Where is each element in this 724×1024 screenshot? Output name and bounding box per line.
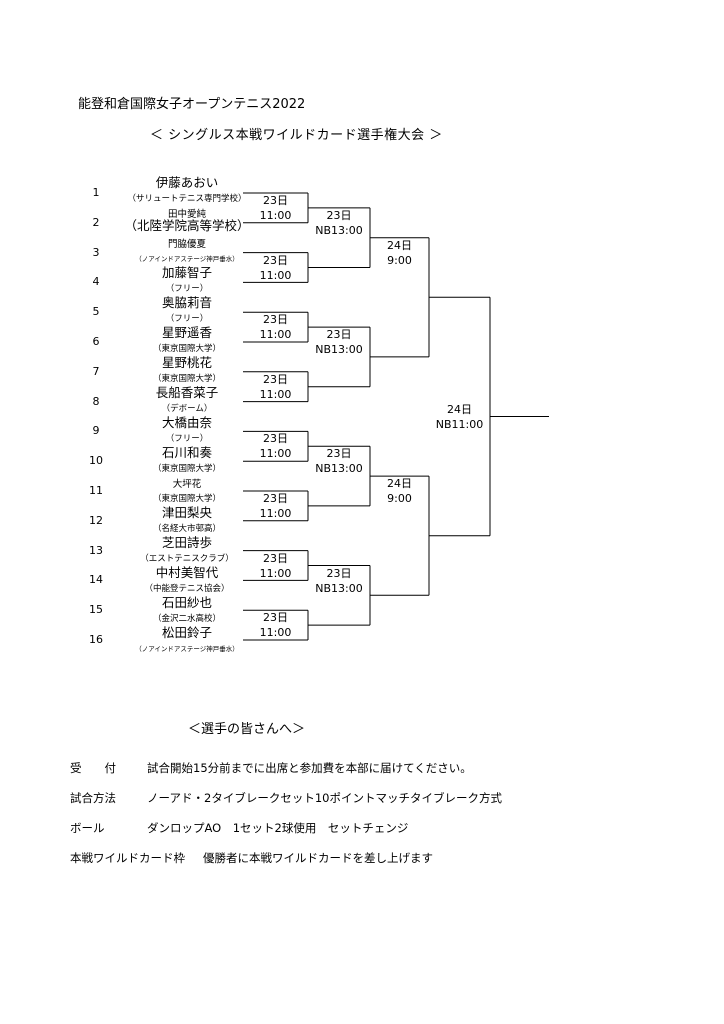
match-date: 24日 [387, 477, 412, 491]
notice-label-match-format: 試合方法 [70, 791, 116, 805]
player-name: 星野桃花 [161, 355, 212, 370]
notice-text-wildcard: 優勝者に本戦ワイルドカードを差し上げます [203, 851, 433, 865]
match-time: 11:00 [259, 268, 292, 282]
player-affiliation: （フリー） [165, 314, 209, 324]
notice-text-match-format: ノーアド・2タイブレークセット10ポイントマッチタイブレーク方式 [147, 791, 502, 805]
player-name: 門脇優夏 [167, 239, 206, 250]
player-affiliation: （エストテニスクラブ） [140, 554, 234, 564]
player-affiliation: （名経大市邨高） [152, 524, 221, 534]
match-time: NB11:00 [435, 417, 484, 431]
player-number: 13 [89, 543, 103, 557]
player-affiliation: （ノアインドアステージ神戸垂水） [135, 645, 239, 653]
player-name: 中村美智代 [155, 565, 219, 580]
player-name: 松田鈴子 [161, 625, 212, 640]
player-affiliation: （金沢二水高校） [152, 614, 221, 624]
match-time: 11:00 [259, 209, 292, 222]
player-name: 伊藤あおい [155, 175, 219, 190]
player-number: 1 [92, 186, 100, 199]
player-name: 加藤智子 [161, 265, 212, 280]
player-name: 石田紗也 [161, 595, 212, 610]
match-time: NB13:00 [315, 462, 363, 476]
match-date: 23日 [326, 566, 352, 580]
match-date: 23日 [263, 253, 288, 267]
player-affiliation: （中能登テニス協会） [144, 584, 230, 594]
match-time: 9:00 [387, 253, 412, 267]
notice-label-wildcard: 本戦ワイルドカード枠 [70, 851, 185, 865]
notice-text-ball: ダンロップAO 1セット2球使用 セットチェンジ [147, 821, 409, 835]
player-affiliation: （北陸学院高等学校） [124, 218, 250, 233]
player-number: 3 [92, 245, 100, 259]
match-time: 9:00 [387, 492, 412, 506]
player-number: 11 [89, 484, 103, 497]
match-date: 23日 [263, 194, 288, 207]
notice-heading: ＜選手の皆さんへ＞ [188, 722, 306, 737]
player-number: 12 [89, 513, 103, 527]
player-number: 4 [92, 275, 100, 289]
player-affiliation: （ノアインドアステージ神戸垂水） [135, 255, 239, 263]
match-time: 11:00 [259, 328, 292, 342]
match-time: 11:00 [259, 447, 292, 461]
player-number: 8 [92, 394, 100, 408]
player-name: 星野遥香 [161, 325, 212, 340]
match-date: 24日 [447, 402, 472, 416]
player-number: 16 [89, 633, 103, 646]
match-date: 23日 [263, 611, 288, 625]
player-affiliation: （東京国際大学） [152, 494, 221, 504]
player-name: 奥脇莉音 [161, 295, 212, 310]
match-date: 23日 [263, 372, 288, 386]
document-subtitle: ＜ シングルス本戦ワイルドカード選手権大会 ＞ [150, 128, 443, 143]
match-date: 23日 [326, 447, 352, 461]
player-number: 10 [89, 454, 103, 468]
match-time: 11:00 [259, 626, 292, 640]
player-number: 6 [92, 335, 100, 348]
match-date: 23日 [326, 208, 352, 222]
player-affiliation: （デボーム） [161, 404, 213, 414]
notice-label-reception: 受 付 [70, 761, 116, 775]
match-time: 11:00 [259, 566, 292, 580]
match-time: NB13:00 [315, 223, 363, 237]
player-number: 7 [92, 364, 100, 378]
match-time: NB13:00 [315, 581, 363, 595]
player-number: 5 [92, 305, 100, 319]
player-affiliation: （東京国際大学） [152, 374, 221, 384]
player-name: 芝田詩歩 [161, 535, 212, 550]
match-date: 23日 [263, 313, 288, 327]
player-affiliation: （サリュートテニス専門学校） [127, 194, 247, 204]
match-time: 11:00 [259, 387, 292, 401]
notice-text-reception: 試合開始15分前までに出席と参加費を本部に届けてください。 [147, 761, 472, 775]
player-affiliation: （フリー） [165, 434, 209, 444]
player-affiliation: （東京国際大学） [152, 464, 221, 474]
document-title: 能登和倉国際女子オープンテニス2022 [78, 97, 306, 112]
player-number: 14 [89, 573, 103, 587]
match-date: 23日 [326, 328, 352, 342]
player-name: 津田梨央 [161, 505, 212, 520]
player-number: 15 [89, 603, 103, 617]
match-time: NB13:00 [315, 343, 363, 357]
player-affiliation: （東京国際大学） [152, 344, 221, 354]
player-name: 大橋由奈 [161, 415, 212, 430]
notice-label-ball: ボール [70, 821, 105, 835]
match-date: 23日 [263, 492, 288, 505]
player-name: 田中愛純 [167, 209, 206, 220]
player-name: 石川和奏 [161, 445, 212, 460]
match-date: 23日 [263, 551, 288, 565]
player-affiliation: （フリー） [165, 284, 209, 294]
match-date: 23日 [263, 432, 288, 446]
player-number: 2 [92, 215, 100, 229]
player-number: 9 [92, 424, 100, 438]
match-date: 24日 [387, 238, 412, 252]
player-name: 大坪花 [172, 479, 202, 490]
player-name: 長船香菜子 [155, 385, 219, 400]
match-time: 11:00 [259, 507, 292, 520]
